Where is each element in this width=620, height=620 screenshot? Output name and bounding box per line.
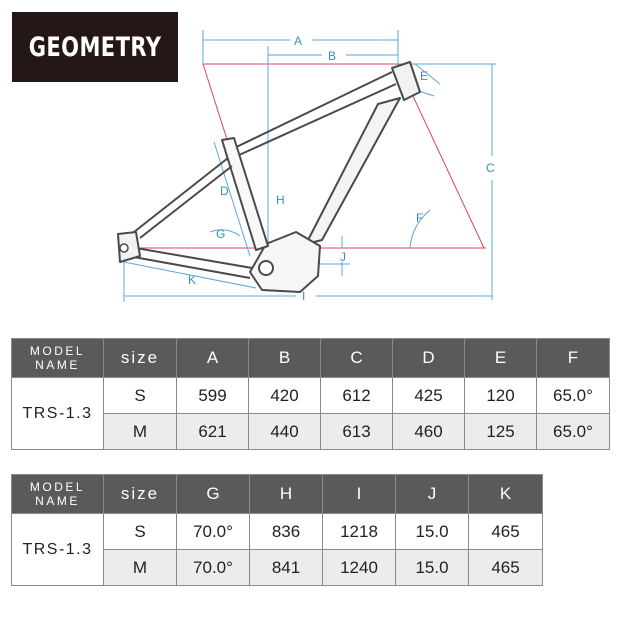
seat-tube (221, 137, 269, 251)
label-c: C (486, 161, 495, 175)
value-cell: 1240 (322, 549, 396, 586)
table-header-row: MODEL NAME size A B C D E F (11, 338, 610, 378)
value-cell: 440 (248, 413, 321, 450)
column-header: F (536, 338, 610, 378)
label-d: D (220, 184, 229, 198)
column-header: G (176, 474, 250, 514)
table-row: M 70.0° 841 1240 15.0 465 (12, 549, 543, 586)
column-header: B (248, 338, 321, 378)
column-header: J (395, 474, 469, 514)
table-row: TRS-1.3 S 599 420 612 425 120 65.0° (11, 377, 610, 450)
rear-dropout (117, 231, 141, 263)
value-cell: 65.0° (536, 377, 610, 414)
dimension-lines (123, 30, 496, 302)
value-cell: 612 (320, 377, 393, 414)
model-name-cell: TRS-1.3 (11, 377, 104, 450)
value-cell: 65.0° (536, 413, 610, 450)
value-cell: 460 (392, 413, 465, 450)
model-name-header: MODEL NAME (11, 338, 104, 378)
seat-stay (133, 157, 233, 239)
size-cell: M (103, 549, 177, 586)
model-name-header: MODEL NAME (11, 474, 104, 514)
value-cell: 613 (320, 413, 393, 450)
table-row: M 621 440 613 460 125 65.0° (12, 413, 610, 450)
label-a: A (294, 34, 302, 48)
size-cell: S (103, 377, 177, 414)
value-cell: 120 (464, 377, 537, 414)
size-header: size (103, 474, 177, 514)
value-cell: 836 (249, 513, 323, 550)
column-header: C (320, 338, 393, 378)
value-cell: 621 (176, 413, 249, 450)
size-header: size (103, 338, 177, 378)
value-cell: 15.0 (395, 513, 469, 550)
label-h: H (276, 193, 285, 207)
frame-geometry-diagram: A B C D E F G H I J K (117, 30, 496, 303)
chain-stay (123, 245, 253, 279)
value-cell: 70.0° (176, 549, 250, 586)
label-k: K (188, 273, 196, 287)
column-header: I (322, 474, 396, 514)
value-cell: 465 (468, 549, 543, 586)
size-cell: S (103, 513, 177, 550)
label-g: G (216, 227, 225, 241)
geometry-badge: GEOMETRY (12, 12, 178, 82)
value-cell: 465 (468, 513, 543, 550)
value-cell: 599 (176, 377, 249, 414)
column-header: E (464, 338, 537, 378)
label-j: J (340, 250, 346, 264)
bottom-bracket (258, 260, 274, 276)
rear-axle (119, 243, 129, 253)
down-tube (305, 97, 401, 245)
value-cell: 15.0 (395, 549, 469, 586)
table-header-row: MODEL NAME size G H I J K (11, 474, 543, 514)
size-cell: M (103, 413, 177, 450)
label-f: F (416, 211, 423, 225)
badge-title: GEOMETRY (28, 31, 162, 63)
column-header: H (249, 474, 323, 514)
head-tube (391, 61, 421, 101)
value-cell: 425 (392, 377, 465, 414)
column-header: A (176, 338, 249, 378)
label-i: I (302, 289, 305, 303)
geometry-table-1: MODEL NAME size A B C D E F TRS-1.3 S 59… (11, 338, 610, 450)
value-cell: 420 (248, 377, 321, 414)
geometry-lines (124, 63, 486, 263)
label-e: E (420, 69, 428, 83)
value-cell: 70.0° (176, 513, 250, 550)
value-cell: 125 (464, 413, 537, 450)
value-cell: 1218 (322, 513, 396, 550)
geometry-table-2: MODEL NAME size G H I J K TRS-1.3 S 70.0… (11, 474, 543, 586)
model-name-cell: TRS-1.3 (11, 513, 104, 586)
table-row: TRS-1.3 S 70.0° 836 1218 15.0 465 (11, 513, 543, 586)
value-cell: 841 (249, 549, 323, 586)
label-b: B (328, 49, 336, 63)
column-header: K (468, 474, 543, 514)
column-header: D (392, 338, 465, 378)
bike-frame (117, 61, 421, 293)
